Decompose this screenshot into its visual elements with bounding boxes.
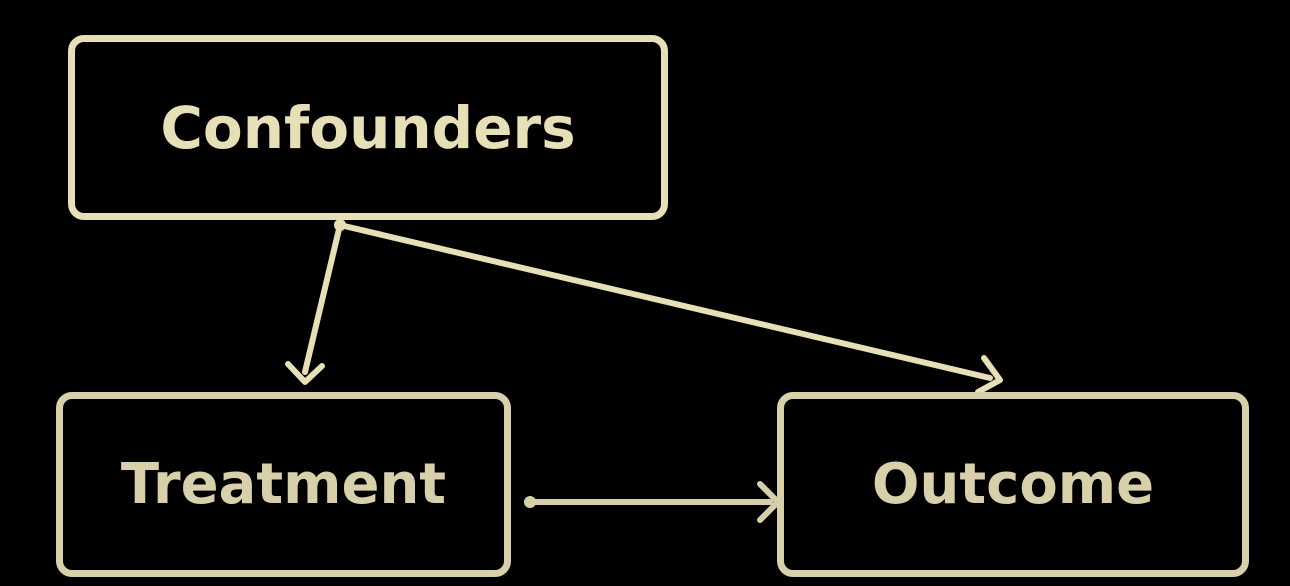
node-outcome: Outcome — [777, 392, 1249, 577]
edge-treatment-outcome — [524, 481, 781, 523]
node-label-outcome: Outcome — [871, 452, 1155, 517]
node-label-confounders: Confounders — [160, 93, 576, 162]
node-treatment: Treatment — [56, 392, 511, 577]
edge-origin-dot — [524, 496, 536, 508]
node-confounders: Confounders — [68, 35, 668, 220]
edge-confounders-outcome — [337, 222, 1003, 395]
edge-confounders-treatment — [285, 219, 346, 385]
node-label-treatment: Treatment — [120, 452, 447, 517]
